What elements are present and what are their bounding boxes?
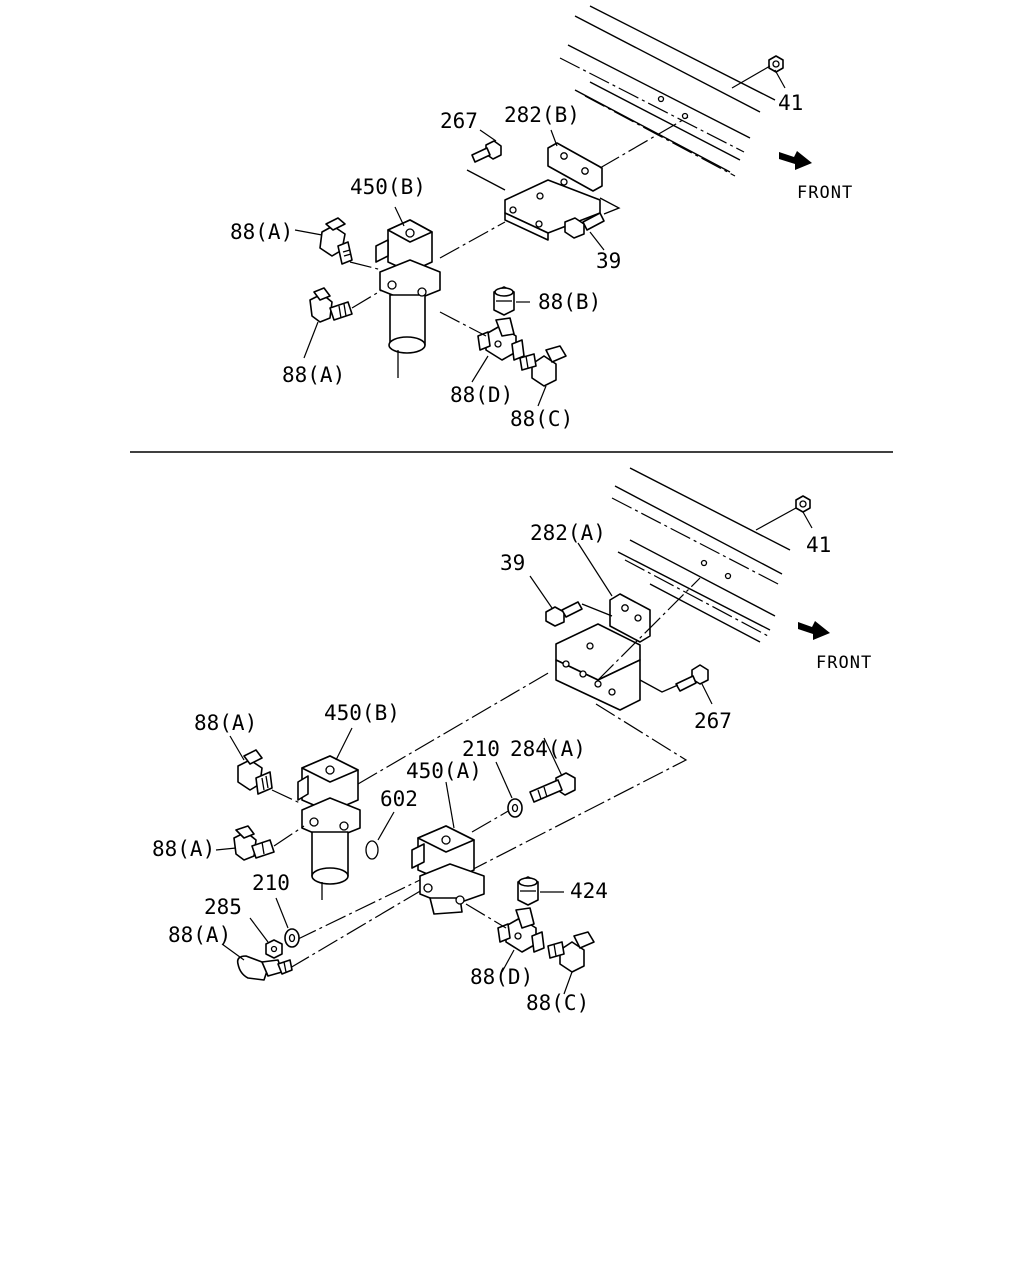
label-267: 267: [440, 109, 478, 133]
label-88a-middle: 88(A): [152, 837, 215, 861]
top-view: 41 FRONT 282(B) 267: [230, 5, 853, 431]
bolt-39-lower: [529, 575, 583, 627]
label-210-lower: 210: [252, 871, 290, 895]
fitting-88c: [519, 345, 567, 387]
bolt-267-lower: [675, 664, 713, 705]
label-88c-lower: 88(C): [526, 991, 589, 1015]
nut-41-lower: [755, 495, 813, 531]
label-88c: 88(C): [510, 407, 573, 431]
bolt-39: [564, 212, 605, 251]
label-282b: 282(B): [504, 103, 580, 127]
solenoid-valve-450b-lower: [297, 755, 361, 900]
bottom-view: 41 FRONT 282(A) 39: [152, 467, 872, 1015]
front-label-lower: FRONT: [816, 653, 872, 673]
label-450b-lower: 450(B): [324, 701, 400, 725]
label-88d-lower: 88(D): [470, 965, 533, 989]
fitting-88a-upper-lower: [237, 749, 273, 795]
label-41-lower: 41: [806, 533, 831, 557]
label-39-lower: 39: [500, 551, 525, 575]
washer-210-upper: [495, 761, 523, 818]
label-284a: 284(A): [510, 737, 586, 761]
label-41: 41: [778, 91, 803, 115]
label-88a-upper-lower: 88(A): [194, 711, 257, 735]
label-39: 39: [596, 249, 621, 273]
front-arrow-icon-lower: [798, 621, 830, 640]
label-282a: 282(A): [530, 521, 606, 545]
fitting-88a-lower: [309, 287, 353, 323]
spacer-424: [517, 876, 539, 906]
fitting-88d-lower: [497, 907, 545, 953]
nut-285: [249, 917, 283, 959]
label-424: 424: [570, 879, 608, 903]
frame-rail-top: [559, 5, 776, 177]
oring-602: [365, 811, 395, 860]
front-arrow-icon: [779, 151, 812, 170]
label-88a-upper: 88(A): [230, 220, 293, 244]
fitting-88d: [477, 317, 525, 361]
label-267-lower: 267: [694, 709, 732, 733]
bolt-284a: [529, 737, 576, 803]
label-88d: 88(D): [450, 383, 513, 407]
label-210-upper: 210: [462, 737, 500, 761]
solenoid-valve-450b: [375, 219, 441, 378]
fitting-88a-lower-lower: [221, 943, 293, 981]
nut-41: [731, 55, 786, 89]
fitting-88c-lower: [547, 931, 595, 973]
label-450a: 450(A): [406, 759, 482, 783]
fitting-88b: [493, 286, 515, 316]
washer-210-lower: [275, 897, 300, 948]
label-88a-lower-lower: 88(A): [168, 923, 231, 947]
label-88a-lower: 88(A): [282, 363, 345, 387]
front-label: FRONT: [797, 183, 853, 203]
bolt-267: [471, 129, 502, 163]
label-450b: 450(B): [350, 175, 426, 199]
fitting-88a-middle: [233, 825, 275, 861]
fitting-88a-upper: [319, 217, 353, 265]
label-88b: 88(B): [538, 290, 601, 314]
label-602: 602: [380, 787, 418, 811]
frame-rail-bottom: [611, 467, 791, 643]
label-285: 285: [204, 895, 242, 919]
bracket-282a: [555, 593, 651, 711]
solenoid-valve-450a: [411, 825, 485, 915]
